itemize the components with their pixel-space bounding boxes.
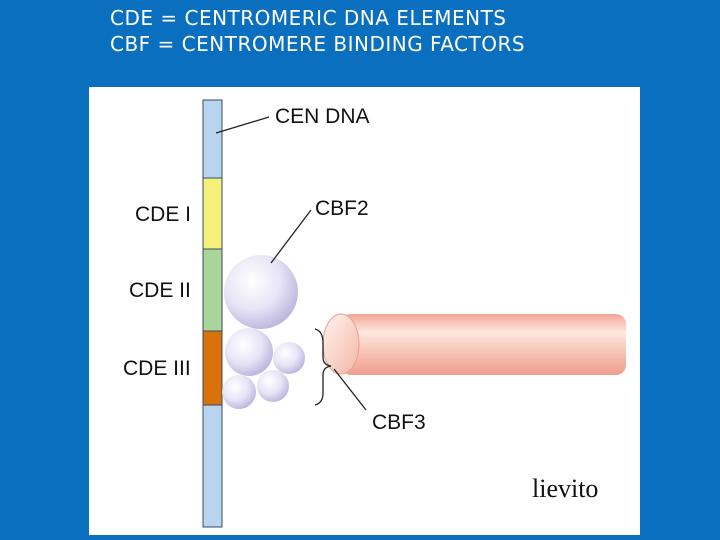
cde2-label: CDE II <box>129 279 191 302</box>
cbf2-protein <box>224 255 298 329</box>
cen-dna-upper-segment <box>202 99 223 179</box>
cbf3-subunit <box>225 328 273 376</box>
cde2-segment <box>202 248 223 332</box>
cde1-segment <box>202 177 223 250</box>
cbf3-subunit <box>257 370 289 402</box>
cbf3-leader-line <box>333 368 367 411</box>
cen-dna-lower-segment <box>202 404 223 528</box>
diagram-panel: CEN DNA CDE I CDE II CDE III CBF2 CBF3 l… <box>89 87 640 535</box>
cbf3-brace <box>314 328 332 406</box>
centromere-diagram: CEN DNA CDE I CDE II CDE III CBF2 CBF3 l… <box>123 99 626 528</box>
header-line-cbf: CBF = CENTROMERE BINDING FACTORS <box>110 32 526 56</box>
cbf2-label: CBF2 <box>315 197 369 220</box>
cbf3-label: CBF3 <box>372 411 426 434</box>
microtubule <box>322 313 626 375</box>
cbf3-subunit <box>273 342 305 374</box>
cen-dna-label: CEN DNA <box>275 105 370 128</box>
organism-caption: lievito <box>532 474 598 503</box>
header-line-cde: CDE = CENTROMERIC DNA ELEMENTS <box>110 6 507 30</box>
cde3-label: CDE III <box>123 357 191 380</box>
cbf3-subunit <box>222 375 256 409</box>
cbf3-complex <box>222 328 305 409</box>
cen-dna-leader-line <box>215 116 270 134</box>
cde1-label: CDE I <box>135 203 191 226</box>
cbf2-leader-line <box>270 209 312 264</box>
cde3-segment <box>202 330 223 406</box>
slide-header: CDE = CENTROMERIC DNA ELEMENTS CBF = CEN… <box>110 5 525 57</box>
